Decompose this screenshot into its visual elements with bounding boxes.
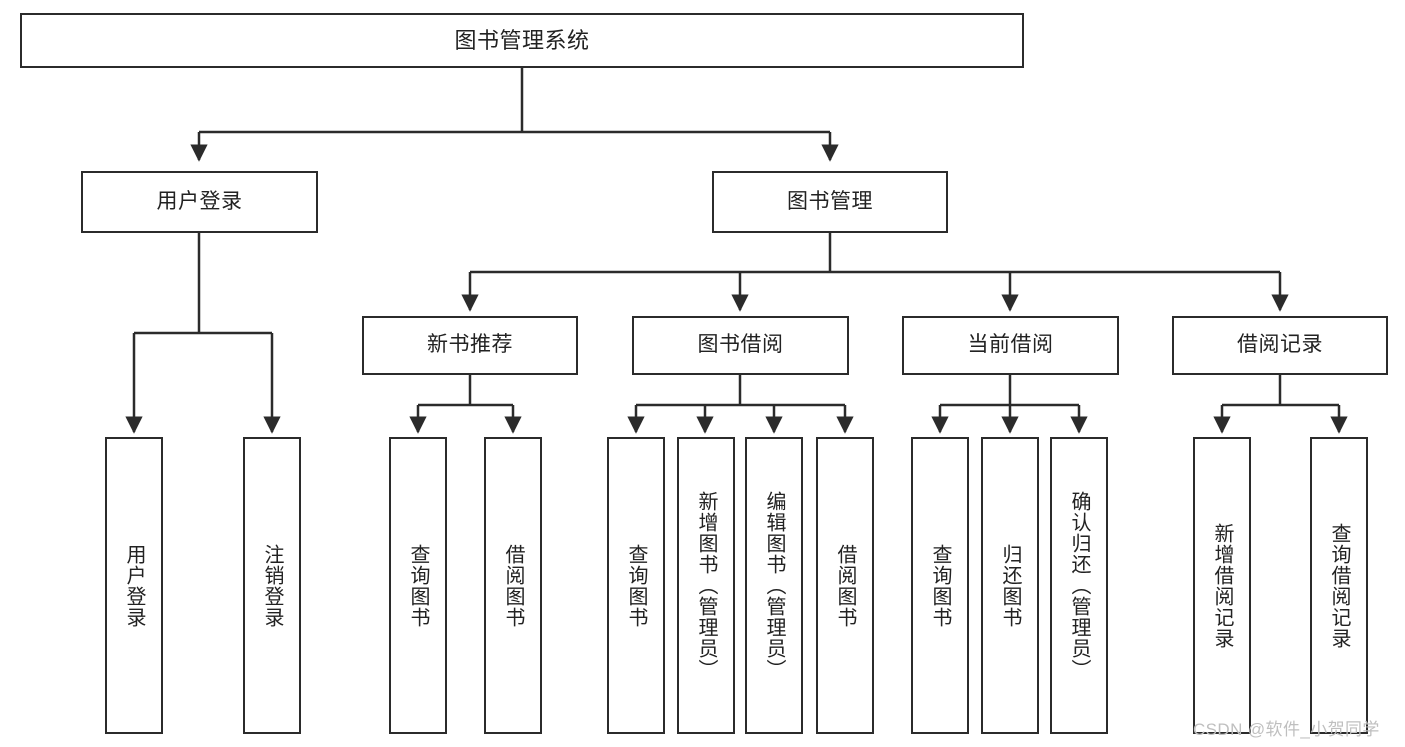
leaf-current-borrow-query[interactable]: 查询图书: [911, 437, 969, 734]
leaf-book-borrow-query[interactable]: 查询图书: [607, 437, 665, 734]
node-borrow-record[interactable]: 借阅记录: [1172, 316, 1388, 375]
node-label: 新书推荐: [427, 333, 513, 357]
leaf-new-book-query[interactable]: 查询图书: [389, 437, 447, 734]
leaf-borrow-record-query[interactable]: 查询借阅记录: [1310, 437, 1368, 734]
node-current-borrow[interactable]: 当前借阅: [902, 316, 1119, 375]
node-label: 用户登录: [156, 189, 243, 213]
node-label: 查询图书: [625, 543, 647, 628]
node-book-borrow[interactable]: 图书借阅: [632, 316, 849, 375]
node-label: 图书管理: [787, 189, 873, 213]
node-root-system[interactable]: 图书管理系统: [20, 13, 1024, 68]
node-label: 新增图书（管理员）: [695, 491, 717, 680]
node-label: 当前借阅: [967, 333, 1054, 357]
node-label: 新增借阅记录: [1211, 522, 1233, 649]
node-label: 借阅图书: [834, 543, 856, 628]
leaf-book-borrow-edit[interactable]: 编辑图书（管理员）: [745, 437, 803, 734]
node-label: 确认归还（管理员）: [1068, 491, 1090, 680]
leaf-borrow-record-add[interactable]: 新增借阅记录: [1193, 437, 1251, 734]
node-label: 注销登录: [261, 543, 283, 628]
csdn-watermark: CSDN @软件_小贺同学: [1193, 720, 1380, 739]
leaf-user-login-login[interactable]: 用户登录: [105, 437, 163, 734]
node-label: 编辑图书（管理员）: [763, 491, 785, 680]
node-label: 借阅记录: [1237, 333, 1323, 357]
node-label: 借阅图书: [502, 543, 524, 628]
leaf-user-login-logout[interactable]: 注销登录: [243, 437, 301, 734]
node-book-management[interactable]: 图书管理: [712, 171, 948, 233]
node-label: 查询图书: [929, 543, 951, 628]
leaf-current-borrow-confirm-return[interactable]: 确认归还（管理员）: [1050, 437, 1108, 734]
leaf-book-borrow-borrow[interactable]: 借阅图书: [816, 437, 874, 734]
node-label: 归还图书: [999, 543, 1021, 628]
leaf-new-book-borrow[interactable]: 借阅图书: [484, 437, 542, 734]
node-label: 图书管理系统: [454, 27, 590, 53]
node-user-login[interactable]: 用户登录: [81, 171, 318, 233]
node-new-book-recommend[interactable]: 新书推荐: [362, 316, 578, 375]
node-label: 查询图书: [407, 543, 429, 628]
node-label: 图书借阅: [697, 333, 784, 357]
node-label: 用户登录: [123, 543, 145, 628]
leaf-book-borrow-add[interactable]: 新增图书（管理员）: [677, 437, 735, 734]
leaf-current-borrow-return[interactable]: 归还图书: [981, 437, 1039, 734]
node-label: 查询借阅记录: [1328, 522, 1350, 649]
